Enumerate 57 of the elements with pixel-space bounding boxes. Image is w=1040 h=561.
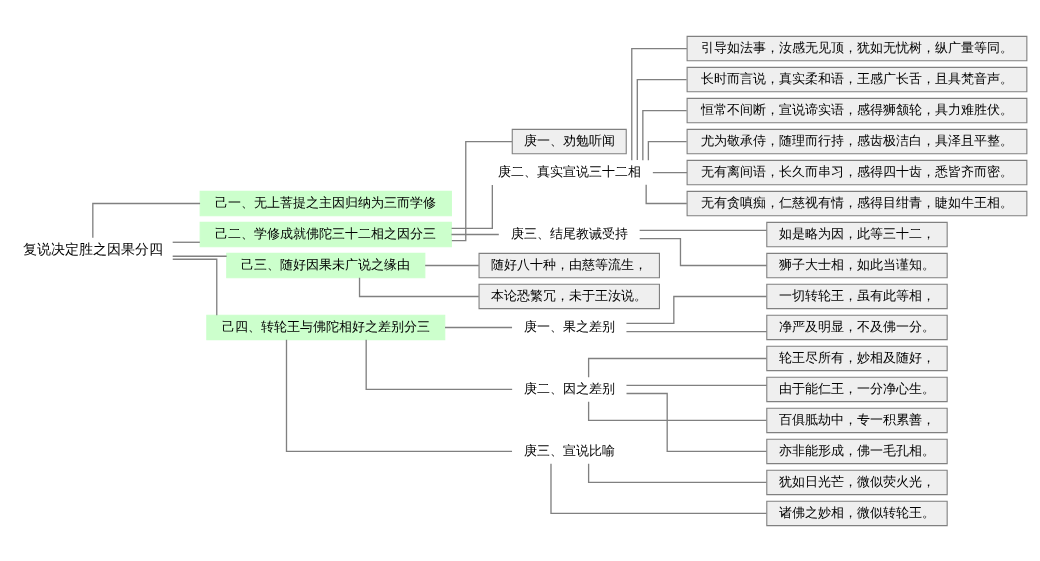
connector [550, 462, 768, 514]
connector [636, 78, 688, 161]
connector [638, 229, 768, 231]
node-box: 己二、学修成就佛陀三十二相之因分三 [199, 221, 452, 247]
node-text: 庚三、结尾教诫受持 [510, 225, 628, 241]
node-box: 己三、随好因果未广说之缘由 [226, 252, 426, 278]
connector [172, 255, 228, 257]
node-box: 恒常不间断，宣说谛实语，感得狮颔轮，具力难胜伏。 [686, 97, 1028, 123]
connector [450, 183, 493, 229]
connector [652, 171, 688, 173]
node-box: 诸佛之妙相，微似转轮王。 [766, 500, 948, 526]
node-box: 无有离间语，长久而串习，感得四十齿，悉皆齐而密。 [686, 159, 1028, 185]
node-box: 狮子大士相，如此当谨知。 [766, 252, 948, 278]
node-box: 一切转轮王，虽有此等相， [766, 283, 948, 309]
node-box: 己一、无上菩提之主因归纳为三而学修 [199, 190, 452, 216]
node-box: 百俱胝劫中，专一积累善， [766, 407, 948, 433]
node-box: 由于能仁王，一分净心生。 [766, 376, 948, 402]
connector [587, 357, 768, 378]
connector [365, 338, 513, 390]
connector [645, 183, 688, 204]
node-text: 庚一、果之差别 [523, 318, 615, 334]
connector [424, 264, 480, 266]
node-box: 如是略为因，此等三十二， [766, 221, 948, 247]
connector [587, 400, 768, 421]
connector [172, 258, 218, 316]
node-box: 尤为敬承侍，随理而行持，感齿极洁白，具泽且平整。 [686, 128, 1028, 154]
connector [625, 384, 768, 386]
connector [647, 140, 688, 161]
node-box: 轮王尽所有，妙相及随好， [766, 345, 948, 371]
node-box: 净严及明显，不及佛一分。 [766, 314, 948, 340]
connector [631, 47, 688, 161]
connector [172, 241, 201, 243]
node-text: 庚二、真实宣说三十二相 [497, 163, 641, 179]
connector [450, 233, 500, 235]
node-box: 己四、转轮王与佛陀相好之差别分三 [206, 314, 446, 340]
connector [625, 295, 768, 324]
node-text: 复说决定胜之因果分四 [22, 240, 163, 257]
node-box: 犹如日光芒，微似荧火光， [766, 469, 948, 495]
node-box: 无有贪嗔痴，仁慈视有情，感得目绀青，睫如牛王相。 [686, 190, 1028, 216]
node-box: 随好八十种，由慈等流生， [478, 252, 660, 278]
node-box: 亦非能形成，佛一毛孔相。 [766, 438, 948, 464]
node-box: 庚一、劝勉听闻 [511, 128, 627, 154]
connector [285, 338, 513, 452]
node-box: 本论恐繁冗，未于王汝说。 [478, 283, 660, 309]
node-box: 引导如法事，汝感无见顶，犹如无忧树，纵广量等同。 [686, 35, 1028, 61]
connector [642, 109, 688, 161]
connector [444, 326, 513, 328]
connector [451, 140, 513, 241]
node-text: 庚二、因之差别 [523, 380, 615, 396]
connector [639, 237, 768, 266]
connector [625, 392, 768, 452]
connector [358, 276, 480, 297]
connector [625, 330, 768, 332]
node-text: 庚三、宣说比喻 [523, 442, 615, 458]
node-box: 长时而言说，真实柔和语，王感广长舌，且具梵音声。 [686, 66, 1028, 92]
connector [587, 462, 768, 483]
connector [92, 202, 201, 238]
